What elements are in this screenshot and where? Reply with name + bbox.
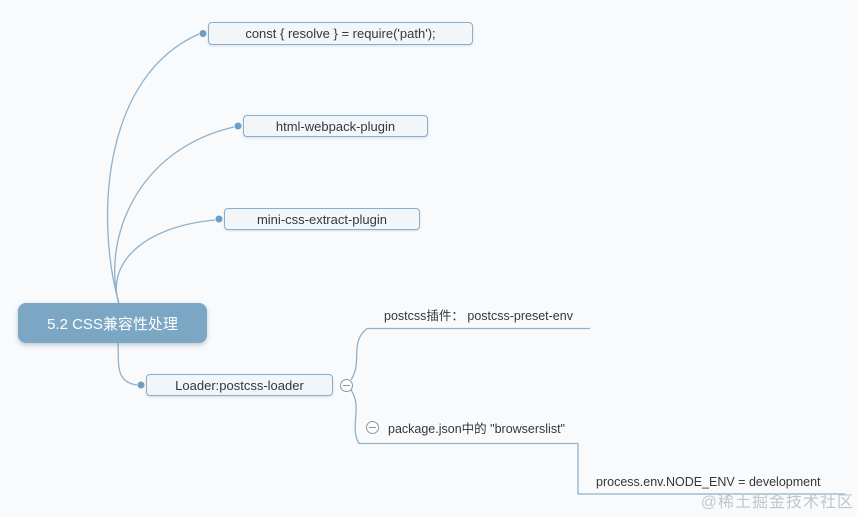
topic-mini-css-extract-plugin[interactable]: mini-css-extract-plugin: [224, 208, 420, 230]
topic-postcss-loader[interactable]: Loader:postcss-loader: [146, 374, 333, 396]
connector-dot-loader: [137, 381, 145, 389]
connector-dot-html: [234, 122, 242, 130]
topic-const-resolve[interactable]: const { resolve } = require('path');: [208, 22, 473, 45]
topic-browserslist[interactable]: package.json中的 "browserslist": [388, 422, 565, 436]
edge-package-to-process: [577, 443, 845, 495]
connector-dot-const: [199, 30, 207, 37]
root-topic[interactable]: 5.2 CSS兼容性处理: [18, 303, 207, 343]
edge-root-to-const: [106, 33, 200, 305]
minus-icon: [369, 427, 376, 428]
topic-html-webpack-plugin[interactable]: html-webpack-plugin: [243, 115, 428, 137]
connector-dot-mini: [215, 215, 223, 223]
minus-icon: [343, 385, 350, 386]
collapse-minus-icon-browserslist[interactable]: [366, 421, 379, 434]
topic-node-env-development[interactable]: process.env.NODE_ENV = development: [596, 475, 821, 489]
edge-root-to-mini: [115, 219, 216, 305]
edge-root-to-html: [114, 126, 235, 305]
watermark-juejin: @稀土掘金技术社区: [700, 494, 854, 511]
edge-loader-to-package: [350, 389, 578, 445]
topic-postcss-preset-env[interactable]: postcss插件： postcss-preset-env: [384, 309, 573, 323]
collapse-minus-icon-loader[interactable]: [340, 379, 353, 392]
edge-root-to-loader: [117, 342, 138, 386]
edge-loader-to-postcss: [350, 327, 590, 381]
